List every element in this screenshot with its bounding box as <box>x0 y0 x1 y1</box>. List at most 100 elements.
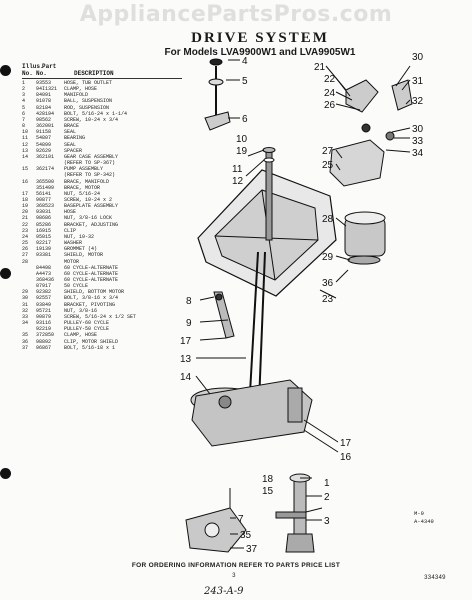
part-number: 95721 <box>36 307 52 314</box>
callout-23: 23 <box>322 294 334 305</box>
page-title: DRIVE SYSTEM <box>191 30 329 46</box>
part-illus-no: 26 <box>22 246 29 253</box>
hose-part <box>293 477 307 535</box>
part-illus-no: 7 <box>22 116 26 123</box>
part-illus-no: 3 <box>22 92 26 99</box>
part-description: SHIELD, MOTOR <box>64 252 104 259</box>
part-illus-no: 11 <box>22 135 29 142</box>
callout-13: 13 <box>180 354 192 365</box>
part-illus-no: 17 <box>22 190 29 197</box>
part-illus-no: 22 <box>22 221 29 228</box>
callout-4: 4 <box>242 56 248 67</box>
binder-hole <box>0 468 11 479</box>
header-part: Part <box>42 63 57 70</box>
part-description: 60 CYCLE-ALTERNATE <box>64 277 119 283</box>
part-description: PULLEY-60 CYCLE <box>64 320 110 327</box>
part-description: CLAMP, HOSE <box>64 332 98 339</box>
callout-29: 29 <box>322 252 334 263</box>
part-illus-no: 15 <box>22 166 29 173</box>
callout-27: 27 <box>322 146 334 157</box>
callout-18: 18 <box>262 474 274 485</box>
part-number: 94I1321 <box>36 86 58 93</box>
part-description: GEAR CASE ASSEMBLY <box>64 153 119 160</box>
part-number: 372850 <box>36 332 55 339</box>
part-illus-no: 32 <box>22 307 29 314</box>
callout-9: 9 <box>186 318 192 329</box>
parts-row: (REFER TO SP-342) <box>22 172 182 178</box>
part-number: A4473 <box>36 270 52 277</box>
part-illus-no: 19 <box>22 203 29 210</box>
callout-6: 6 <box>242 114 248 125</box>
part-description: WASHER <box>64 240 83 247</box>
part-description: 50 CYCLE <box>64 283 89 290</box>
gear-case-side-part <box>287 387 303 423</box>
watermark: AppliancePartsPros.com <box>79 2 393 27</box>
part-description: PUMP ASSEMBLY <box>64 166 104 173</box>
ordering-footer: FOR ORDERING INFORMATION REFER TO PARTS … <box>131 562 341 569</box>
part-illus-no: 24 <box>22 233 29 240</box>
suspension-washer-part <box>208 78 224 86</box>
part-description: SEAL <box>64 141 77 148</box>
part-number: 98892 <box>36 338 52 345</box>
part-description: CLIP, MOTOR SHIELD <box>64 338 119 345</box>
part-description: BRACKET, PIVOTING <box>64 301 116 308</box>
part-description: NUT, 5/16-24 <box>64 190 101 197</box>
callout-3: 3 <box>324 516 330 527</box>
callout-15: 15 <box>262 486 274 497</box>
callout-10: 10 <box>236 134 248 145</box>
seal-part <box>262 147 276 153</box>
parts-row: (REFER TO SP-367) <box>22 160 182 166</box>
part-illus-no: 5 <box>22 104 26 111</box>
binder-hole <box>0 65 11 76</box>
callout-36: 36 <box>322 278 334 289</box>
part-number: 98562 <box>36 116 52 123</box>
part-number: 84498 <box>36 264 52 271</box>
header-illus: Illus. <box>22 63 44 70</box>
motor-bottom-shield-part <box>347 255 381 265</box>
part-description: ROD, SUSPENSION <box>64 104 110 111</box>
manifold-part <box>285 533 315 553</box>
callout-5: 5 <box>242 76 248 87</box>
motor-top-part <box>344 211 386 225</box>
callout-35: 35 <box>240 530 252 541</box>
header-no-2: No. <box>36 70 47 77</box>
outlet-hose-part <box>275 511 307 519</box>
part-number: 90877 <box>36 196 52 203</box>
part-illus-no: 20 <box>22 209 29 216</box>
part-illus-no: 12 <box>22 141 29 148</box>
rod-bracket-part <box>204 111 231 131</box>
part-description: SPACER <box>64 147 83 154</box>
callout-28: 28 <box>322 214 334 225</box>
part-illus-no: 30 <box>22 295 29 302</box>
part-number: 19139 <box>36 246 52 253</box>
suspension-ball-part <box>209 58 223 66</box>
callout-12: 12 <box>232 176 244 187</box>
parts-list-header: Illus.Part No.No.DESCRIPTION <box>22 63 182 77</box>
handwritten-note: 243-A-9 <box>204 586 244 597</box>
callout-11: 11 <box>232 164 243 175</box>
part-description: (REFER TO SP-342) <box>64 172 116 179</box>
callout-26: 26 <box>324 100 336 111</box>
